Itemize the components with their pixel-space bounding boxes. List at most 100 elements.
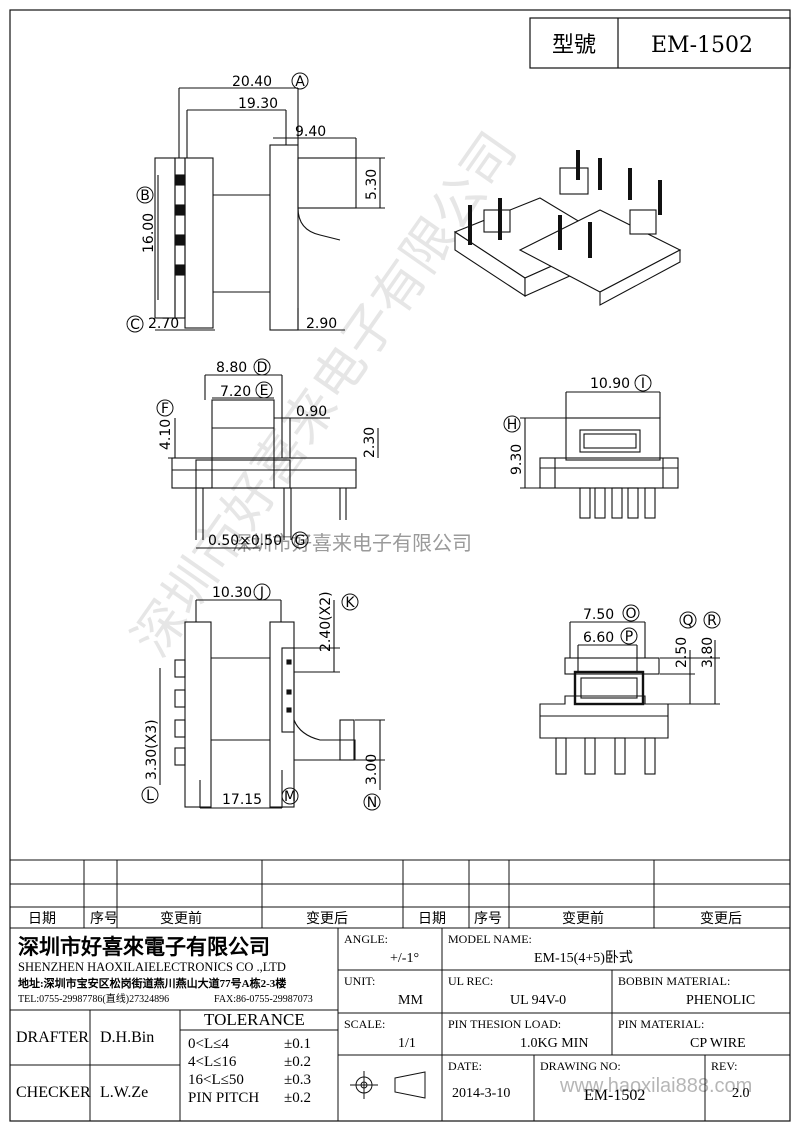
- angle-label: ANGLE:: [344, 932, 388, 946]
- dim-10-30: 10.30: [212, 585, 252, 601]
- front-view-labels: 8.80 D 7.20 E F 4.10 0.90 2.30 0.50×0.50…: [156, 358, 378, 549]
- tolerance-block: TOLERANCE 0<L≤4 ±0.1 4<L≤16 ±0.2 16<L≤50…: [188, 1010, 311, 1106]
- tolerance-range-2: 4<L≤16: [188, 1054, 237, 1070]
- ref-letter-j: J: [259, 585, 264, 601]
- ul-rec-label: UL REC:: [448, 974, 493, 988]
- company-name-cn: 深圳市好喜來電子有限公司: [18, 934, 270, 959]
- tolerance-range-4: PIN PITCH: [188, 1090, 259, 1106]
- dim-9-40: 9.40: [295, 124, 326, 140]
- ref-letter-n: N: [367, 795, 377, 811]
- top-view: [154, 87, 385, 331]
- bobbin-material-label: BOBBIN MATERIAL:: [618, 974, 730, 988]
- company-fax: FAX:86-0755-29987073: [214, 994, 313, 1005]
- ref-letter-k: K: [345, 595, 355, 611]
- angle-value: +/-1°: [390, 951, 419, 966]
- unit-value: MM: [398, 993, 423, 1008]
- ref-letter-m: M: [284, 789, 296, 805]
- ref-letter-g: G: [295, 533, 306, 549]
- pin-load-value: 1.0KG MIN: [520, 1036, 588, 1051]
- section-view-labels: 7.50 O 6.60 P 2.50 Q 3.80 R: [583, 604, 721, 668]
- side-view-labels: 10.90 I H 9.30: [503, 374, 652, 475]
- ref-letter-l: L: [146, 788, 154, 804]
- dim-19-30: 19.30: [238, 96, 278, 112]
- dim-3-00: 3.00: [364, 754, 380, 785]
- drafter-name: D.H.Bin: [100, 1029, 154, 1046]
- dim-5-30: 5.30: [364, 169, 380, 200]
- pin-material-label: PIN MATERIAL:: [618, 1017, 704, 1031]
- tolerance-value-1: ±0.1: [284, 1036, 311, 1052]
- checker-name: L.W.Ze: [100, 1084, 148, 1101]
- spec-block: MODEL NAME: EM-15(4+5)卧式 UL REC: UL 94V-…: [448, 932, 755, 1104]
- tolerance-value-4: ±0.2: [284, 1090, 311, 1106]
- dim-2-50: 2.50: [674, 637, 690, 668]
- dim-20-40: 20.40: [232, 74, 272, 90]
- ref-letter-b: B: [140, 188, 150, 204]
- projection-symbol: [350, 1071, 426, 1099]
- company-tel: TEL:0755-29987786(直线)27324896: [18, 992, 169, 1005]
- model-name-label: MODEL NAME:: [448, 932, 532, 946]
- model-label: 型號: [552, 33, 596, 58]
- dim-9-30: 9.30: [509, 444, 525, 475]
- ref-letter-i: I: [641, 376, 645, 392]
- tolerance-value-2: ±0.2: [284, 1054, 311, 1070]
- dim-pin-size: 0.50×0.50: [208, 533, 282, 549]
- company-block: 深圳市好喜來電子有限公司 SHENZHEN HAOXILAIELECTRONIC…: [18, 934, 313, 1005]
- isometric-view: [453, 150, 682, 306]
- tolerance-range-3: 16<L≤50: [188, 1072, 244, 1088]
- dim-pitch-l: 3.30(X3): [144, 719, 160, 780]
- dim-16-00: 16.00: [141, 213, 157, 253]
- model-name-value: EM-15(4+5)卧式: [534, 950, 633, 966]
- tolerance-range-1: 0<L≤4: [188, 1036, 229, 1052]
- rev-label: REV:: [711, 1059, 737, 1073]
- dim-pitch-k: 2.40(X2): [318, 591, 334, 652]
- scale-value: 1/1: [398, 1036, 416, 1051]
- dim-2-30: 2.30: [362, 427, 378, 458]
- revision-headers: 日期 序号 变更前 变更后 日期 序号 变更前 变更后: [28, 910, 742, 927]
- ref-letter-c: C: [130, 317, 140, 333]
- dim-7-50: 7.50: [583, 607, 614, 623]
- drawing-no-value: EM-1502: [584, 1087, 645, 1104]
- dim-3-80: 3.80: [700, 637, 716, 668]
- top-view-labels: 20.40 A 19.30 9.40 5.30 B 16.00 C 2.70 2…: [126, 72, 380, 333]
- checker-label: CHECKER: [16, 1084, 91, 1101]
- ref-letter-r: R: [707, 613, 717, 629]
- ref-letter-a: A: [295, 74, 305, 90]
- rev-header-no: 序号: [90, 911, 118, 927]
- signature-block: DRAFTER D.H.Bin CHECKER L.W.Ze: [16, 1029, 154, 1101]
- model-value: EM-1502: [651, 33, 753, 58]
- ref-letter-d: D: [257, 360, 268, 376]
- dim-17-15: 17.15: [222, 792, 262, 808]
- rev-header-after: 变更后: [306, 911, 348, 927]
- ref-letter-e: E: [260, 383, 269, 399]
- bottom-view: [159, 599, 385, 809]
- title-block-grid: [10, 928, 790, 1121]
- dim-6-60: 6.60: [583, 630, 614, 646]
- model-header: 型號 EM-1502: [529, 17, 791, 69]
- side-view: [520, 391, 679, 519]
- rev-header-before: 变更前: [160, 910, 202, 927]
- drawing-no-label: DRAWING NO:: [540, 1059, 621, 1073]
- ref-letter-f: F: [161, 401, 169, 417]
- watermark-url: www.haoxilai888.com: [559, 1075, 752, 1097]
- ul-rec-value: UL 94V-0: [510, 993, 566, 1008]
- rev-header-no-2: 序号: [474, 911, 502, 927]
- dim-10-90: 10.90: [590, 376, 630, 392]
- front-view: [168, 374, 379, 549]
- dim-8-80: 8.80: [216, 360, 247, 376]
- date-value: 2014-3-10: [452, 1086, 510, 1101]
- rev-value: 2.0: [732, 1086, 750, 1101]
- rev-header-date-2: 日期: [418, 911, 446, 927]
- scale-label: SCALE:: [344, 1017, 385, 1031]
- section-view: [539, 621, 720, 775]
- dim-4-10: 4.10: [158, 419, 174, 450]
- dim-2-70: 2.70: [148, 316, 179, 332]
- tolerance-value-3: ±0.3: [284, 1072, 311, 1088]
- dim-0-90: 0.90: [296, 404, 327, 420]
- pin-material-value: CP WIRE: [690, 1036, 746, 1051]
- dim-7-20: 7.20: [220, 384, 251, 400]
- pin-load-label: PIN THESION LOAD:: [448, 1017, 561, 1031]
- tolerance-label: TOLERANCE: [204, 1010, 305, 1029]
- ref-letter-p: P: [625, 629, 633, 645]
- ref-letter-q: Q: [682, 613, 693, 629]
